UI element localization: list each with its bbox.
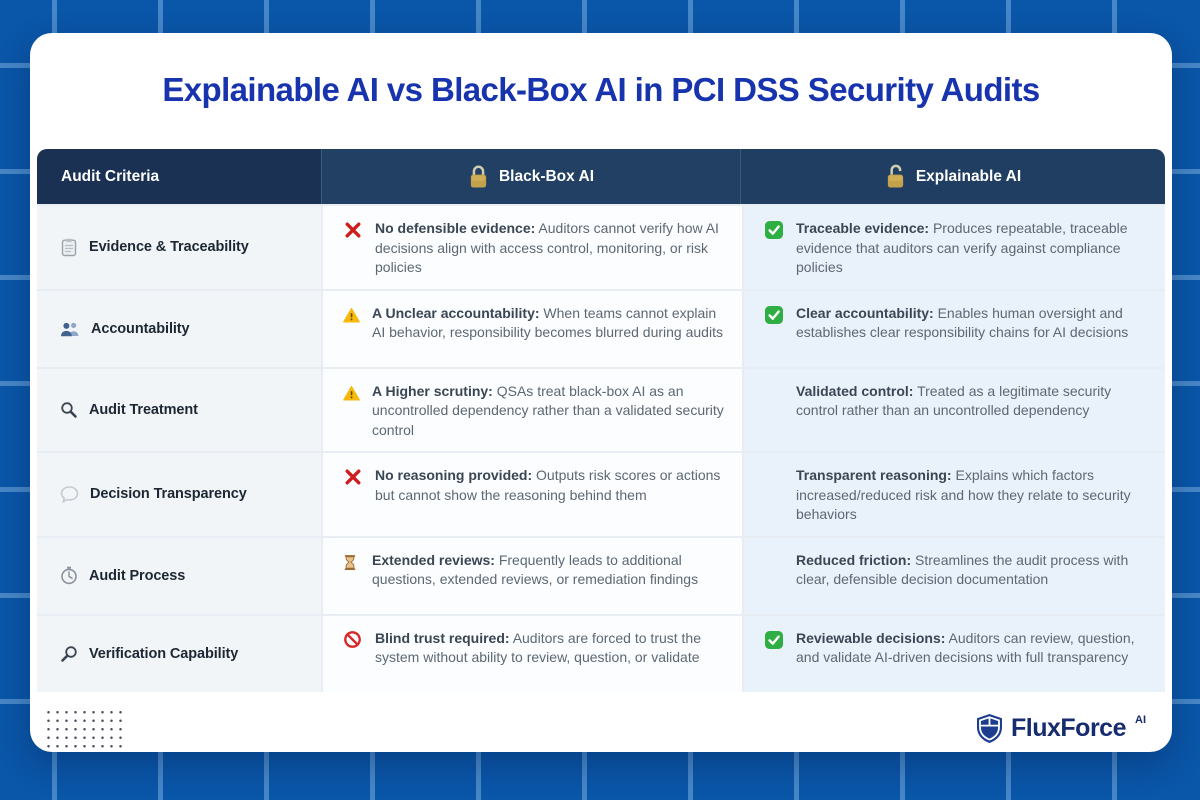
table-cell-explainable: Transparent reasoning: Explains which fa… [744, 453, 1165, 536]
page-title: Explainable AI vs Black-Box AI in PCI DS… [162, 71, 1040, 108]
table-row-criteria: Audit Treatment [37, 368, 321, 451]
stopwatch-icon [60, 566, 78, 585]
cell-text: Reduced friction: Streamlines the audit … [796, 551, 1129, 588]
table-body: Evidence & Traceability No defensible ev… [37, 204, 1165, 692]
header-explainable-ai: Explainable AI [740, 149, 1165, 204]
cell-text: No defensible evidence: Auditors cannot … [375, 220, 719, 275]
cell-text: Blind trust required: Auditors are force… [375, 629, 702, 666]
table-row-criteria: Evidence & Traceability [37, 206, 321, 289]
table-row-criteria: Audit Process [37, 537, 321, 614]
lock-closed-icon [468, 164, 489, 190]
table-cell-explainable: Reviewable decisions: Auditors can revie… [744, 615, 1165, 692]
cell-text: Clear accountability: Enables human over… [796, 304, 1129, 341]
criteria-label: Evidence & Traceability [89, 239, 249, 256]
infographic-card: Explainable AI vs Black-Box AI in PCI DS… [30, 33, 1172, 752]
brand-name: FluxForce [1011, 714, 1126, 742]
table-cell-blackbox: No reasoning provided: Outputs risk scor… [323, 453, 742, 536]
fluxforce-logo: FluxForce AI [976, 713, 1146, 744]
check-icon [764, 220, 784, 240]
icon-spacer [764, 467, 784, 468]
criteria-label: Audit Process [89, 567, 186, 584]
warning-icon [343, 385, 360, 402]
header-label: Explainable AI [915, 167, 1022, 185]
header-label: Black-Box AI [498, 167, 595, 185]
cell-text: No reasoning provided: Outputs risk scor… [375, 467, 721, 503]
table-cell-blackbox: No defensible evidence: Auditors cannot … [323, 206, 742, 289]
cell-text: A Higher scrutiny: QSAs treat black-box … [372, 382, 724, 438]
hourglass-icon [343, 554, 360, 571]
cell-text: A Unclear accountability: When teams can… [372, 304, 723, 341]
people-icon [60, 321, 80, 337]
cross-icon [343, 220, 363, 240]
table-row-criteria: Decision Transparency [37, 453, 321, 536]
brand-suffix: AI [1135, 713, 1146, 726]
table-cell-blackbox: A Unclear accountability: When teams can… [323, 290, 742, 367]
table-cell-blackbox: Extended reviews: Frequently leads to ad… [323, 537, 742, 614]
header-audit-criteria: Audit Criteria [37, 149, 321, 204]
warning-icon [343, 307, 360, 324]
cell-text: Transparent reasoning: Explains which fa… [796, 467, 1131, 522]
shield-icon [976, 713, 1003, 744]
header-black-box-ai: Black-Box AI [321, 149, 740, 204]
clipboard-icon [60, 238, 78, 257]
table-header-row: Audit Criteria Black-Box AI Explainable … [37, 149, 1165, 204]
magnifier-icon [60, 401, 78, 419]
cell-text: Traceable evidence: Produces repeatable,… [796, 220, 1128, 275]
no-entry-icon [343, 630, 363, 649]
check-icon [764, 305, 784, 325]
criteria-label: Verification Capability [89, 645, 239, 662]
cell-text: Validated control: Treated as a legitima… [796, 382, 1112, 419]
speech-bubble-icon [60, 485, 79, 503]
table-row-criteria: Verification Capability [37, 615, 321, 692]
table-cell-explainable: Reduced friction: Streamlines the audit … [744, 537, 1165, 614]
icon-spacer [764, 383, 784, 384]
cell-text: Extended reviews: Frequently leads to ad… [372, 551, 699, 588]
icon-spacer [764, 552, 784, 553]
table-cell-explainable: Clear accountability: Enables human over… [744, 290, 1165, 367]
magnifier-left-icon [60, 645, 78, 663]
comparison-table: Audit Criteria Black-Box AI Explainable … [37, 149, 1165, 692]
table-cell-explainable: Validated control: Treated as a legitima… [744, 368, 1165, 451]
criteria-label: Accountability [91, 320, 190, 337]
card-footer: FluxForce AI [30, 692, 1172, 750]
table-cell-explainable: Traceable evidence: Produces repeatable,… [744, 206, 1165, 289]
table-row-criteria: Accountability [37, 290, 321, 367]
criteria-label: Decision Transparency [90, 486, 247, 503]
lock-open-icon [885, 164, 906, 190]
table-cell-blackbox: A Higher scrutiny: QSAs treat black-box … [323, 368, 742, 451]
cross-icon [343, 467, 363, 487]
header-label: Audit Criteria [61, 167, 160, 185]
criteria-label: Audit Treatment [89, 401, 198, 418]
table-cell-blackbox: Blind trust required: Auditors are force… [323, 615, 742, 692]
check-icon [764, 630, 784, 650]
cell-text: Reviewable decisions: Auditors can revie… [796, 629, 1135, 666]
dots-decoration [44, 707, 122, 750]
